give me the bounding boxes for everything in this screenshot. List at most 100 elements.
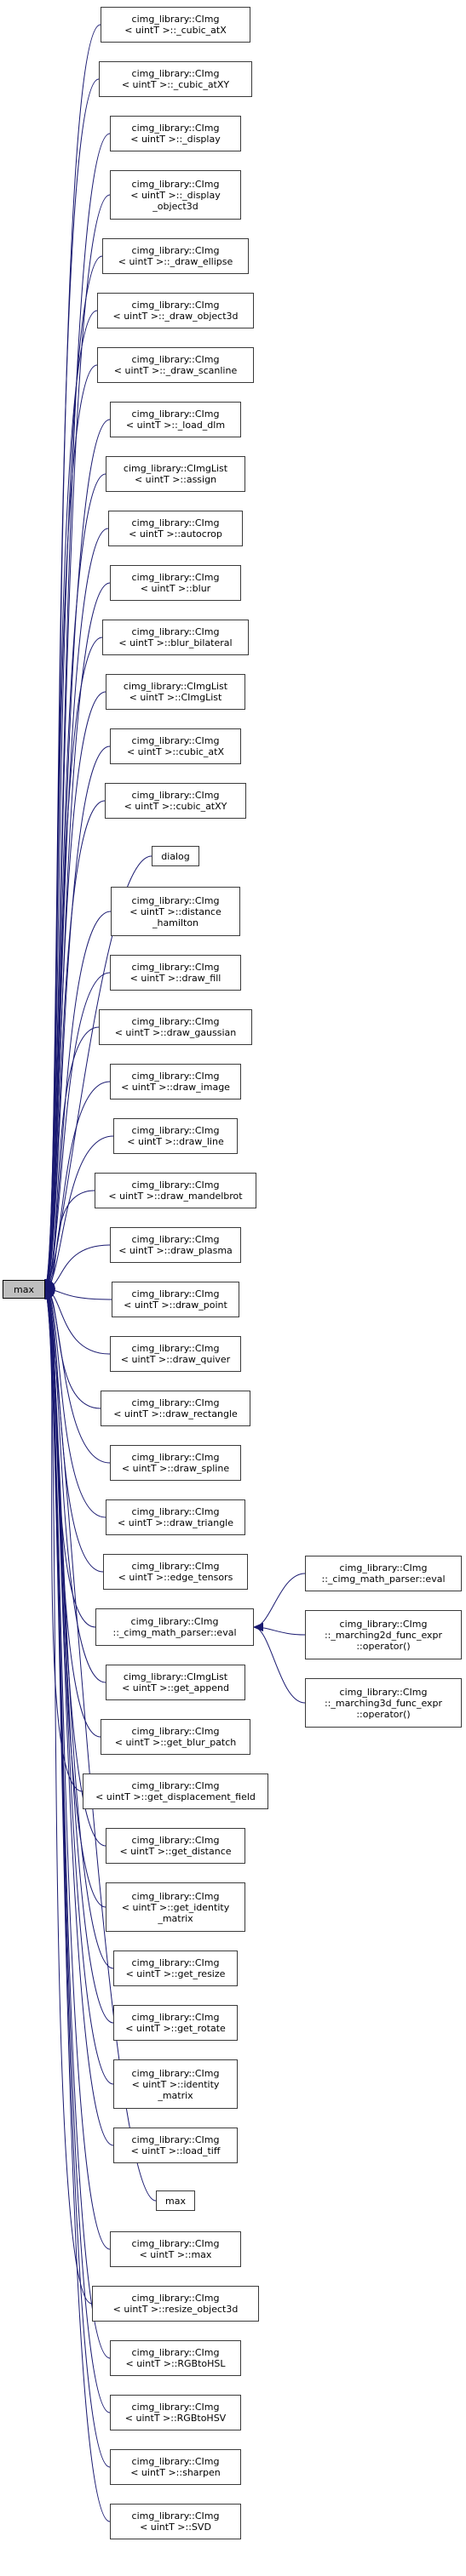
call-edge: [44, 1288, 111, 2522]
node-label-line: cimg_library::CImg: [131, 408, 220, 420]
caller-node[interactable]: cimg_library::CImgList< uintT >::get_app…: [106, 1665, 245, 1700]
node-label-line: max: [165, 2195, 186, 2207]
node-label-line: < uintT >::draw_line: [127, 1136, 224, 1147]
node-label-line: < uintT >::SVD: [140, 2522, 211, 2533]
node-label-line: < uintT >::get_displacement_field: [95, 1791, 256, 1802]
caller-node[interactable]: cimg_library::CImg< uintT >::resize_obje…: [92, 2286, 259, 2322]
caller-node[interactable]: cimg_library::CImg< uintT >::cubic_atX: [110, 728, 241, 764]
caller-node[interactable]: cimg_library::CImg< uintT >::_load_dlm: [110, 402, 241, 437]
caller-node[interactable]: cimg_library::CImg< uintT >::_draw_objec…: [97, 293, 254, 328]
caller-node[interactable]: cimg_library::CImg< uintT >::draw_point: [112, 1282, 239, 1317]
node-label-line: cimg_library::CImg: [131, 1890, 220, 1902]
node-label-line: _matrix: [158, 2089, 193, 2101]
caller-node[interactable]: cimg_library::CImg::_cimg_math_parser::e…: [95, 1608, 254, 1646]
caller-node[interactable]: cimg_library::CImg< uintT >::_display: [110, 116, 241, 151]
node-label-line: < uintT >::get_append: [122, 1682, 229, 1694]
caller-node[interactable]: cimg_library::CImg< uintT >::get_rotate: [113, 2005, 238, 2041]
node-label-line: < uintT >::RGBtoHSV: [124, 2413, 227, 2424]
node-label-line: < uintT >::get_resize: [125, 1968, 226, 1979]
caller-node[interactable]: cimg_library::CImg< uintT >::autocrop: [108, 511, 243, 546]
caller-node[interactable]: cimg_library::CImg< uintT >::blur: [110, 565, 241, 601]
node-label-line: < uintT >::blur_bilateral: [118, 637, 233, 648]
caller-node[interactable]: cimg_library::CImg< uintT >::blur_bilate…: [102, 620, 249, 655]
call-edge: [44, 1288, 106, 1518]
caller-node[interactable]: cimg_library::CImg< uintT >::draw_line: [113, 1118, 238, 1154]
caller-node[interactable]: cimg_library::CImg::_cimg_math_parser::e…: [305, 1556, 462, 1591]
node-label-line: < uintT >::_cubic_atX: [124, 25, 227, 36]
node-label-line: cimg_library::CImg: [131, 894, 220, 906]
node-label-line: cimg_library::CImg: [131, 1726, 220, 1737]
node-label-line: < uintT >::_draw_scanline: [113, 365, 238, 376]
node-label-line: < uintT >::draw_rectangle: [113, 1408, 238, 1419]
caller-node[interactable]: cimg_library::CImg< uintT >::draw_fill: [110, 955, 241, 991]
caller-node[interactable]: cimg_library::CImg< uintT >::draw_plasma: [110, 1227, 241, 1263]
node-label-line: cimg_library::CImg: [130, 1616, 219, 1627]
caller-node[interactable]: cimg_library::CImg< uintT >::draw_triang…: [106, 1499, 245, 1535]
call-edge: [44, 1288, 106, 1683]
node-label-line: < uintT >::get_rotate: [125, 2023, 226, 2034]
node-label-line: _matrix: [158, 1912, 193, 1924]
node-label-line: < uintT >::_draw_object3d: [112, 311, 239, 322]
caller-node[interactable]: cimg_library::CImg< uintT >::get_resize: [113, 1951, 238, 1986]
caller-node[interactable]: cimg_library::CImg< uintT >::RGBtoHSL: [110, 2340, 241, 2376]
node-label-line: cimg_library::CImg: [131, 572, 220, 583]
caller-node[interactable]: cimg_library::CImg< uintT >::draw_mandel…: [95, 1173, 256, 1208]
root-node-max[interactable]: max: [3, 1280, 45, 1299]
node-label-line: < uintT >::draw_mandelbrot: [108, 1191, 243, 1202]
node-label-line: < uintT >::_cubic_atXY: [121, 79, 230, 90]
caller-node[interactable]: cimg_library::CImg< uintT >::get_distanc…: [106, 1828, 245, 1864]
caller-node[interactable]: cimg_library::CImg< uintT >::_draw_scanl…: [97, 347, 254, 383]
caller-node[interactable]: cimg_library::CImg< uintT >::max: [110, 2231, 241, 2267]
call-edge: [44, 364, 98, 1290]
caller-node[interactable]: cimg_library::CImg< uintT >::cubic_atXY: [105, 783, 246, 819]
caller-node[interactable]: cimg_library::CImgList< uintT >::assign: [106, 456, 245, 492]
node-label-line: ::operator(): [356, 1708, 411, 1720]
node-label-line: < uintT >::max: [139, 2249, 212, 2260]
caller-node[interactable]: cimg_library::CImg< uintT >::get_identit…: [106, 1882, 245, 1932]
node-label-line: cimg_library::CImgList: [123, 681, 228, 692]
caller-node[interactable]: cimg_library::CImg< uintT >::_cubic_atXY: [99, 61, 252, 97]
caller-node[interactable]: cimg_library::CImg< uintT >::load_tiff: [113, 2128, 238, 2163]
node-label-line: cimg_library::CImg: [131, 178, 220, 190]
call-edge: [44, 1081, 111, 1290]
call-edge: [44, 855, 152, 1290]
node-label-line: cimg_library::CImg: [131, 1561, 220, 1572]
caller-node[interactable]: cimg_library::CImg< uintT >::draw_quiver: [110, 1336, 241, 1372]
caller-node[interactable]: cimg_library::CImg< uintT >::_cubic_atX: [101, 7, 250, 43]
caller-node[interactable]: cimg_library::CImg< uintT >::RGBtoHSV: [110, 2395, 241, 2430]
call-edge: [44, 637, 103, 1290]
node-label-line: cimg_library::CImg: [131, 2134, 220, 2145]
caller-node[interactable]: cimg_library::CImg< uintT >::SVD: [110, 2504, 241, 2539]
node-label-line: < uintT >::sharpen: [130, 2467, 221, 2478]
node-label-line: cimg_library::CImg: [131, 1234, 220, 1245]
caller-node[interactable]: cimg_library::CImg< uintT >::draw_rectan…: [101, 1391, 250, 1426]
node-label-line: cimg_library::CImg: [131, 1343, 220, 1354]
node-label-line: cimg_library::CImg: [131, 2402, 220, 2413]
node-label-line: < uintT >::draw_image: [121, 1082, 230, 1093]
caller-node[interactable]: cimg_library::CImg< uintT >::get_displac…: [83, 1773, 268, 1809]
node-label-line: ::_cimg_math_parser::eval: [321, 1574, 446, 1585]
caller-node[interactable]: cimg_library::CImg< uintT >::identity_ma…: [113, 2059, 238, 2109]
node-label-line: cimg_library::CImg: [131, 1780, 220, 1791]
caller-node[interactable]: cimg_library::CImg< uintT >::draw_image: [110, 1064, 241, 1100]
caller-node[interactable]: cimg_library::CImg< uintT >::get_blur_pa…: [101, 1719, 250, 1755]
node-label-line: cimg_library::CImg: [131, 735, 220, 746]
caller-node[interactable]: cimg_library::CImg< uintT >::_draw_ellip…: [102, 238, 249, 274]
node-label-line: cimg_library::CImg: [131, 1125, 220, 1136]
caller-node[interactable]: cimg_library::CImg< uintT >::_display_ob…: [110, 170, 241, 220]
caller-node[interactable]: cimg_library::CImg< uintT >::draw_gaussi…: [99, 1009, 252, 1045]
caller-node[interactable]: cimg_library::CImg< uintT >::sharpen: [110, 2449, 241, 2485]
node-label-line: ::operator(): [356, 1640, 411, 1652]
caller-node[interactable]: cimg_library::CImg< uintT >::draw_spline: [110, 1445, 241, 1481]
caller-node[interactable]: cimg_library::CImg::_marching3d_func_exp…: [305, 1678, 462, 1728]
node-label-line: cimg_library::CImg: [131, 123, 220, 134]
caller-node[interactable]: max: [156, 2190, 195, 2211]
caller-node[interactable]: dialog: [152, 846, 199, 866]
caller-node[interactable]: cimg_library::CImg< uintT >::edge_tensor…: [103, 1554, 248, 1590]
caller-node[interactable]: cimg_library::CImg::_marching2d_func_exp…: [305, 1610, 462, 1659]
call-edge: [44, 1288, 114, 2146]
node-label-line: cimg_library::CImg: [131, 2012, 220, 2023]
caller-node[interactable]: cimg_library::CImgList< uintT >::CImgLis…: [106, 674, 245, 710]
caller-node[interactable]: cimg_library::CImg< uintT >::distance_ha…: [111, 887, 240, 936]
